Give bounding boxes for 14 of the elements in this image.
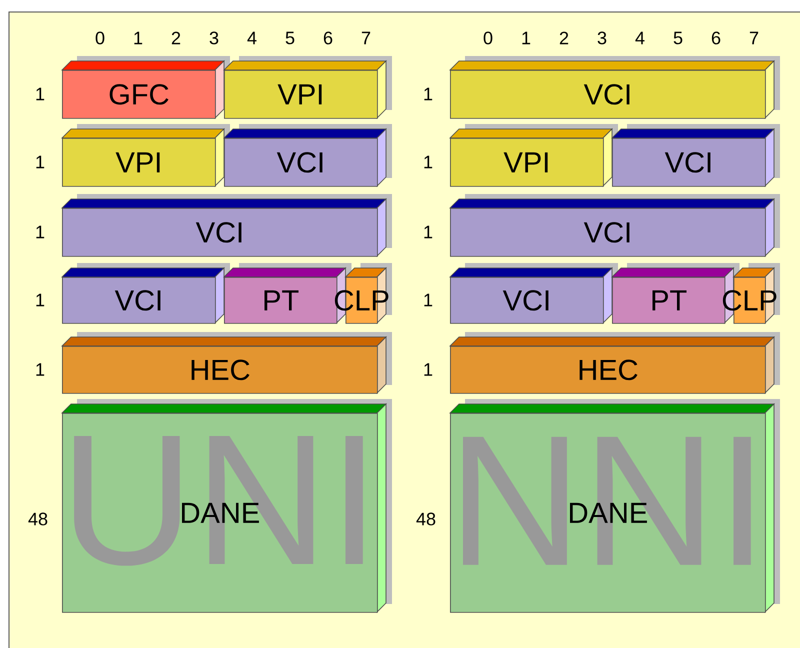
byte-count: 1 — [36, 88, 44, 100]
byte-count: 1 — [36, 226, 44, 238]
byte-count: 1 — [424, 88, 432, 100]
bit-number: 3 — [210, 32, 218, 44]
byte-count: 1 — [424, 363, 432, 376]
bit-number: 4 — [247, 32, 256, 44]
byte-count: 1 — [424, 156, 432, 168]
byte-count: 1 — [36, 156, 44, 168]
byte-count: 1 — [36, 294, 44, 306]
byte-count: 1 — [36, 363, 44, 376]
byte-count: 1 — [424, 294, 432, 306]
byte-count: 48 — [28, 512, 48, 526]
byte-count: 48 — [416, 512, 436, 526]
byte-count: 1 — [424, 226, 432, 238]
